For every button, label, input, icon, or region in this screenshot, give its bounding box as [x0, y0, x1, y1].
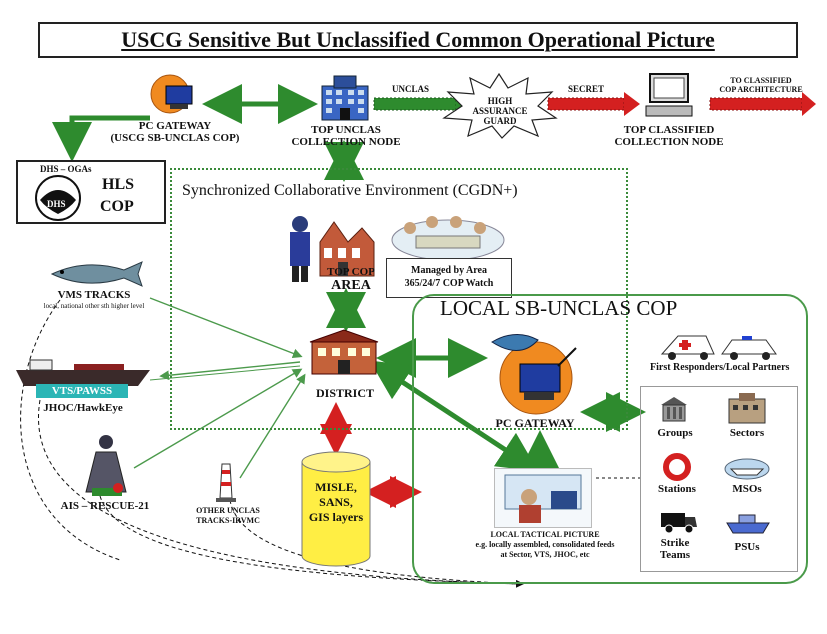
to-classified-arrow: [709, 97, 803, 111]
other-unclas-label: OTHER UNCLAS TRACKS-IRVMC: [176, 506, 280, 526]
pc-gateway-top-line1: PC GATEWAY: [138, 120, 212, 132]
sectors-building-icon: [728, 393, 766, 424]
local-gateway-label: PC GATEWAY: [495, 416, 575, 430]
first-responders-vehicles-icon: [660, 335, 777, 360]
cop-label: COP: [100, 198, 134, 215]
psus-label: PSUs: [734, 541, 760, 553]
top-classified-line1: TOP CLASSIFIED: [623, 124, 715, 136]
top-classified-line2: COLLECTION NODE: [614, 136, 724, 148]
dhs-seal-icon: DHS: [35, 175, 81, 221]
local-cop-label: LOCAL SB-UNCLAS COP: [440, 296, 678, 320]
strike-line2: Teams: [659, 549, 691, 561]
partners-box: Groups Sectors Stations MSOs Strike Team…: [640, 386, 798, 572]
stations-lifering-icon: [663, 453, 691, 481]
page-title: USCG Sensitive But Unclassified Common O…: [38, 22, 798, 58]
misle-database-icon: [301, 451, 371, 567]
psus-boat-icon: [726, 514, 770, 534]
cgdn-label: Synchronized Collaborative Environment (…: [182, 182, 518, 199]
cgdn-environment-box: [170, 168, 628, 430]
dashed-feed-vms: [20, 299, 121, 561]
pc-gateway-globe-icon: [150, 74, 193, 114]
secret-arrow-label: SECRET: [568, 84, 605, 94]
feed-ais: [133, 368, 303, 469]
local-gateway-globe-icon: [491, 334, 577, 415]
watch-line2: 365/24/7 COP Watch: [404, 278, 494, 289]
msos-boat-icon: [724, 458, 770, 480]
vts-label: JHOC/HawkEye: [43, 402, 123, 414]
cop-watch-box: Managed by Area 365/24/7 COP Watch: [386, 258, 512, 298]
feed-vts2: [149, 365, 301, 381]
misle-line2: SANS,: [319, 495, 353, 509]
top-unclas-line1: TOP UNCLAS: [311, 124, 381, 136]
top-cop-label: TOP COP AREA: [316, 266, 386, 293]
cop-watch-team-icon: [391, 216, 505, 261]
district-label: DISTRICT: [315, 386, 375, 400]
vms-line2: local, national other sth higher level: [43, 302, 145, 310]
link-gateway-dhs: [52, 115, 150, 162]
top-classified-computer-icon: [645, 73, 693, 117]
dhs-hls-cop-box: DHS – OGAs DHS HLS COP: [16, 160, 166, 224]
to-classified-line1: TO CLASSIFIED: [730, 76, 792, 85]
pc-gateway-top-label: PC GATEWAY (USCG SB-UNCLAS COP): [100, 120, 250, 144]
dhs-label: DHS – OGAs: [40, 164, 92, 174]
stations-label: Stations: [658, 483, 696, 495]
vms-line1: VMS TRACKS: [57, 289, 131, 301]
other-line2: TRACKS-IRVMC: [196, 516, 260, 525]
misle-label: MISLE, SANS, GIS layers: [300, 480, 372, 525]
ais-label: AIS – RESCUE-21: [60, 500, 150, 512]
district-building-icon: [309, 329, 379, 375]
vts-ship-icon: [16, 359, 150, 386]
strike-team-truck-icon: [661, 513, 697, 534]
misle-line1: MISLE,: [315, 480, 357, 494]
top-cop-line2: AREA: [331, 278, 371, 293]
first-responders-label: First Responders/Local Partners: [650, 362, 790, 373]
strike-teams-label: Strike Teams: [649, 537, 701, 561]
top-classified-label: TOP CLASSIFIED COLLECTION NODE: [604, 124, 734, 148]
guard-line1: HIGH: [487, 96, 513, 106]
strike-line1: Strike: [660, 537, 690, 549]
to-classified-line2: COP ARCHITECTURE: [719, 85, 803, 94]
ais-tower-icon: [85, 435, 127, 496]
groups-label: Groups: [657, 427, 693, 439]
top-cop-line1: TOP COP: [327, 266, 375, 278]
dashed-feed-ais: [99, 495, 523, 585]
misle-line3: GIS layers: [308, 510, 364, 524]
link-district-tactical: [369, 360, 539, 472]
secret-arrow: [547, 97, 625, 111]
tactical-line3: at Sector, VTS, JHOC, etc: [500, 550, 590, 559]
top-unclas-line2: COLLECTION NODE: [291, 136, 401, 148]
tactical-line1: LOCAL TACTICAL PICTURE: [490, 530, 600, 539]
tactical-line2: e.g. locally assembled, consolidated fee…: [475, 540, 615, 549]
dashed-feed-vts: [38, 399, 524, 588]
msos-label: MSOs: [732, 483, 762, 495]
local-tactical-picture-icon: [494, 468, 592, 528]
other-line1: OTHER UNCLAS: [196, 506, 260, 515]
unclas-arrow-label: UNCLAS: [392, 84, 430, 94]
top-cop-area-icon: [290, 216, 375, 282]
sectors-label: Sectors: [729, 427, 765, 439]
feed-other: [239, 373, 306, 479]
lighthouse-icon: [216, 463, 236, 502]
feed-vts: [159, 361, 301, 381]
vts-banner: VTS/PAWSS: [36, 384, 128, 398]
top-unclas-building-icon: [321, 75, 369, 121]
vms-label: VMS TRACKS local, national other sth hig…: [12, 290, 176, 312]
guard-label: HIGH ASSURANCE GUARD: [460, 96, 540, 126]
hls-label: HLS: [102, 176, 135, 193]
watch-line1: Managed by Area: [411, 265, 487, 276]
high-assurance-guard-burst-icon: [442, 72, 558, 139]
feed-vms: [149, 297, 303, 359]
guard-line2: ASSURANCE GUARD: [472, 106, 528, 126]
to-classified-label: TO CLASSIFIED COP ARCHITECTURE: [706, 76, 816, 94]
tactical-label: LOCAL TACTICAL PICTURE e.g. locally asse…: [440, 530, 650, 560]
local-sb-unclas-cop-box: [412, 294, 808, 584]
pc-gateway-top-line2: (USCG SB-UNCLAS COP): [110, 132, 240, 144]
svg-text:DHS: DHS: [47, 199, 66, 209]
groups-building-icon: [661, 397, 687, 422]
tactical-operator-icon: [504, 474, 582, 523]
vms-fish-icon: [50, 261, 143, 287]
top-unclas-label: TOP UNCLAS COLLECTION NODE: [282, 124, 410, 148]
